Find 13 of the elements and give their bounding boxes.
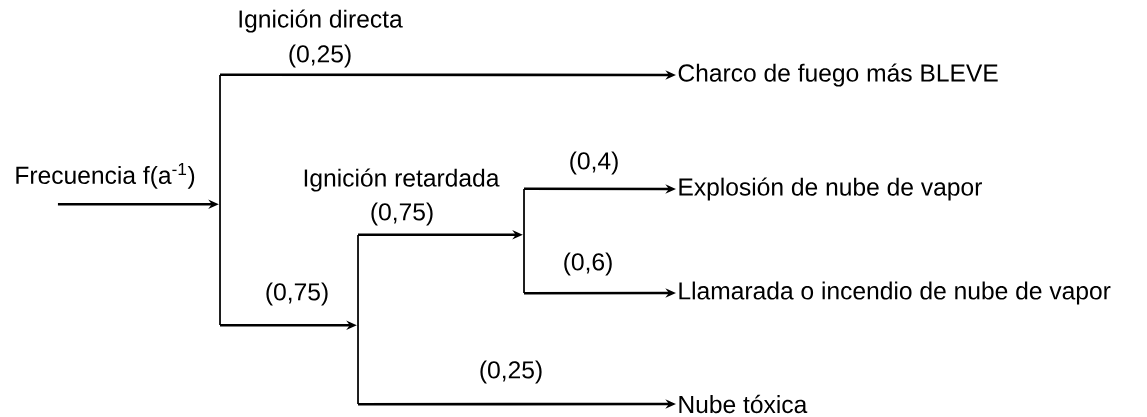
outcome-label: Explosión de nube de vapor [679,177,982,201]
probability-label: (0,25) [286,43,354,69]
probability-label: (0,6) [561,251,615,277]
outcome-label: Nube tóxica [679,394,808,414]
event-label: Ignición directa [239,9,403,33]
outcome-label: Frecuencia f(a$^{-1}$) [16,163,195,189]
outcome-label: Charco de fuego más BLEVE [678,63,998,87]
outcome-label: Llamarada o incendio de nube de vapor [679,281,1111,305]
event-label: Ignición retardada [304,168,500,192]
probability-label: (0,4) [567,150,621,176]
probability-label: (0,75) [263,281,331,307]
probability-label: (0,75) [368,201,436,227]
probability-label: (0,25) [477,359,545,385]
